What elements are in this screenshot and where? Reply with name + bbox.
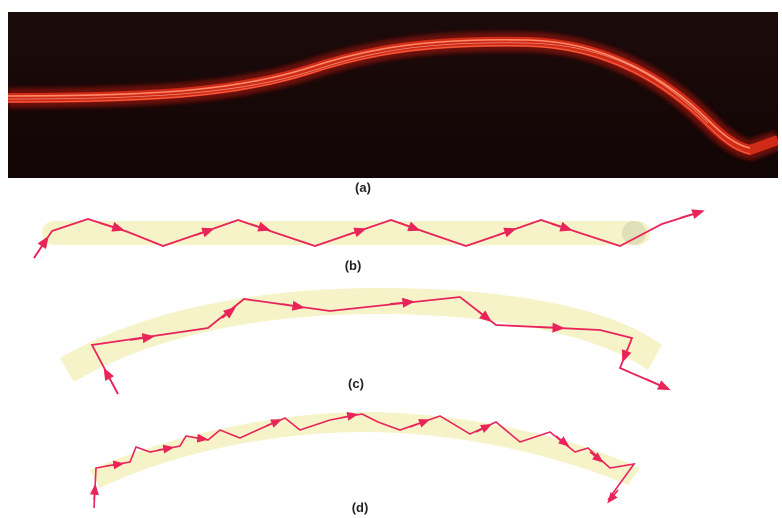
ray-arrows-b xyxy=(33,209,705,259)
panel-b-label: (b) xyxy=(344,258,362,273)
light-pipe-d xyxy=(90,412,640,488)
fiber-photo xyxy=(8,12,778,178)
fiber-core-line xyxy=(8,42,709,124)
light-pipe-b xyxy=(42,221,650,245)
fiber-core-line xyxy=(8,38,751,149)
fiber-body xyxy=(8,36,778,156)
ray-arrows-c xyxy=(103,297,671,395)
panel-d-label: (d) xyxy=(351,500,369,515)
ray-arrows-d xyxy=(89,412,619,504)
fiber-core-line xyxy=(8,45,751,155)
light-ray-c xyxy=(90,296,667,395)
light-pipe-c xyxy=(60,288,662,382)
panel-a-label: (a) xyxy=(355,180,371,195)
panel-c-label: (c) xyxy=(348,376,364,391)
